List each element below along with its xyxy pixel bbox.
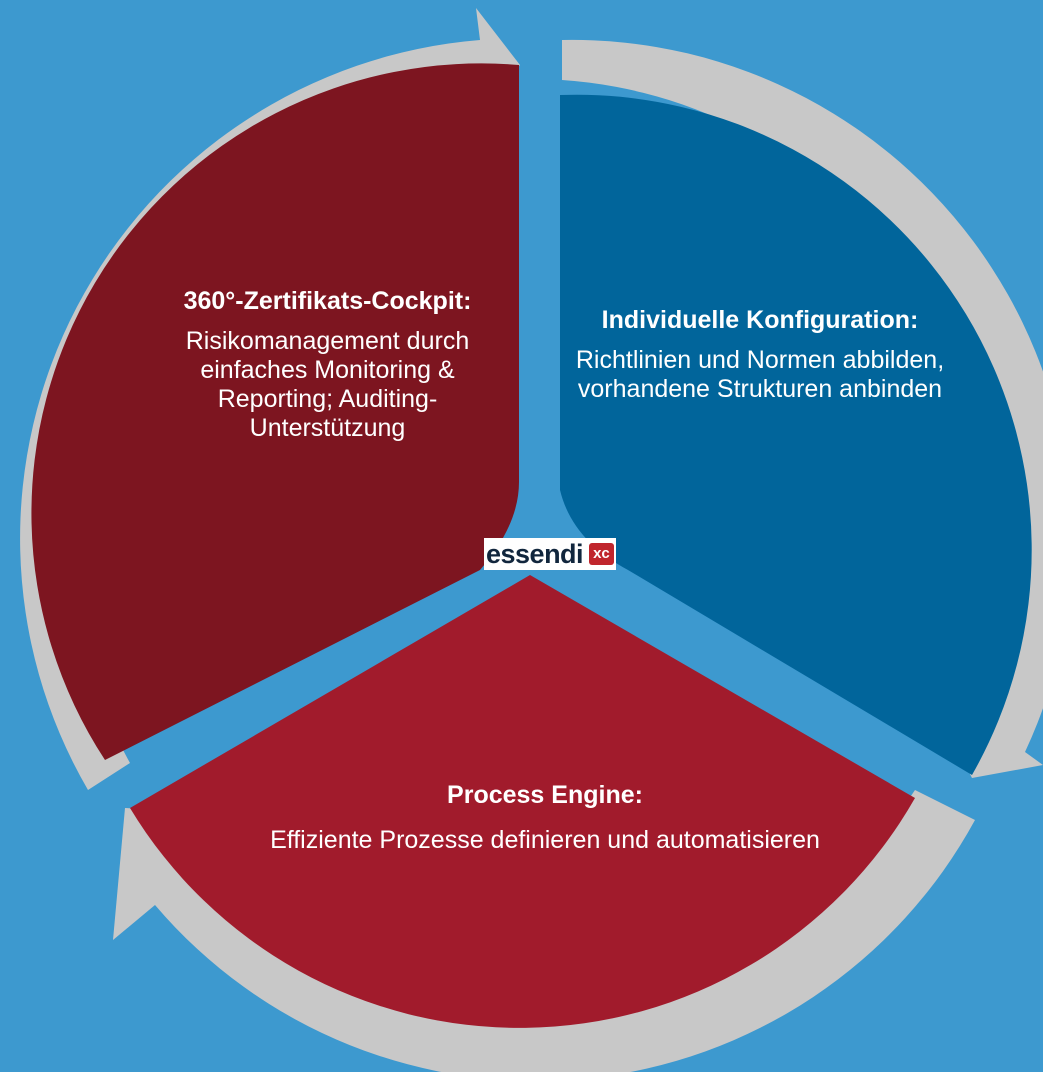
segment-left-title: 360°-Zertifikats-Cockpit: — [183, 287, 472, 315]
segment-bottom-title: Process Engine: — [447, 781, 643, 809]
segment-right-body: Richtlinien und Normen abbilden, vorhand… — [575, 346, 945, 403]
arrow-arc-bottom — [113, 790, 975, 1072]
segment-left-shape — [31, 63, 520, 760]
segment-bottom-text: Process Engine: Effiziente Prozesse defi… — [260, 781, 830, 855]
segment-right-text: Individuelle Konfiguration: Richtlinien … — [575, 306, 945, 404]
logo-wordmark: essendi — [486, 539, 584, 569]
logo-badge: xc — [589, 543, 614, 565]
segment-left-text: 360°-Zertifikats-Cockpit: Risikomanageme… — [155, 287, 500, 443]
segment-bottom-body: Effiziente Prozesse definieren und autom… — [270, 826, 820, 854]
arrow-arc-left — [20, 8, 520, 790]
segment-right-shape — [560, 94, 1032, 775]
segment-right-title: Individuelle Konfiguration: — [601, 306, 919, 334]
segment-left-body: Risikomanagement durch einfaches Monitor… — [185, 327, 470, 442]
arrow-arc-right — [562, 39, 1043, 778]
essendi-logo: essendi xc — [484, 538, 616, 570]
segment-bottom-shape — [130, 575, 915, 1028]
